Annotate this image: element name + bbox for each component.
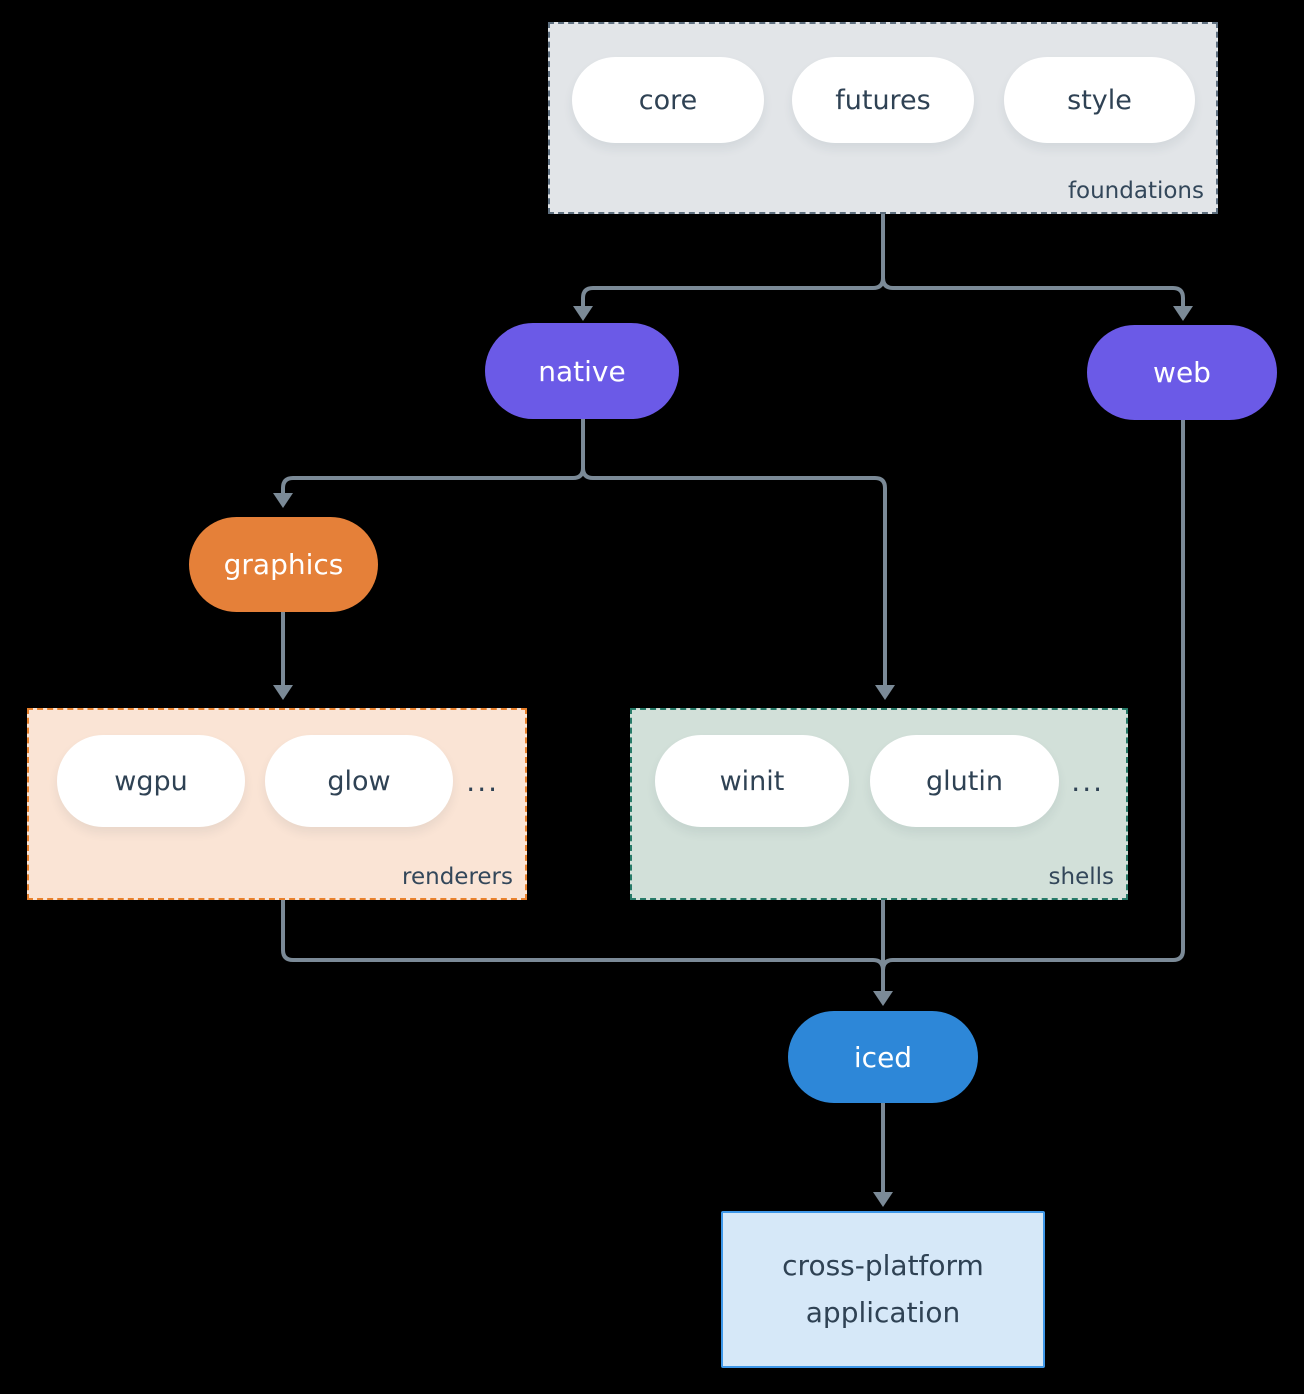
group-label-foundations: foundations (1067, 178, 1204, 204)
group-label-shells: shells (1048, 864, 1114, 890)
arrowhead-into-renderers (273, 685, 293, 700)
node-native: native (485, 323, 679, 419)
pill-glutin: glutin (870, 735, 1059, 827)
edge-native-to-shells (581, 419, 887, 686)
pill-glow: glow (265, 735, 453, 827)
arrowhead-into-native (573, 306, 593, 321)
pill-core: core (572, 57, 764, 143)
node-iced: iced (788, 1011, 978, 1103)
pill-style: style (1004, 57, 1195, 143)
group-renderers: wgpu glow ... renderers (27, 708, 527, 900)
application-label: cross-platform application (782, 1249, 984, 1329)
arrowhead-into-graphics (273, 493, 293, 508)
pill-winit: winit (655, 735, 849, 827)
arrowhead-into-shells (875, 685, 895, 700)
node-graphics: graphics (189, 517, 378, 612)
edge-foundations-to-native (581, 214, 885, 307)
node-web: web (1087, 325, 1277, 420)
arrowhead-into-application (873, 1192, 893, 1207)
arrowhead-into-web (1173, 306, 1193, 321)
application-box: cross-platform application (721, 1211, 1045, 1368)
edge-foundations-to-web (881, 214, 1185, 307)
arrowhead-into-iced (873, 991, 893, 1006)
shells-ellipsis: ... (1071, 764, 1104, 798)
pill-futures: futures (792, 57, 974, 143)
edge-renderers-to-iced (281, 900, 885, 992)
renderers-ellipsis: ... (466, 764, 499, 798)
group-label-renderers: renderers (402, 864, 513, 890)
group-shells: winit glutin ... shells (630, 708, 1128, 900)
edge-web-to-iced (881, 420, 1185, 992)
edge-native-to-graphics (281, 419, 585, 494)
pill-wgpu: wgpu (57, 735, 245, 827)
group-foundations: core futures style foundations (548, 22, 1218, 214)
